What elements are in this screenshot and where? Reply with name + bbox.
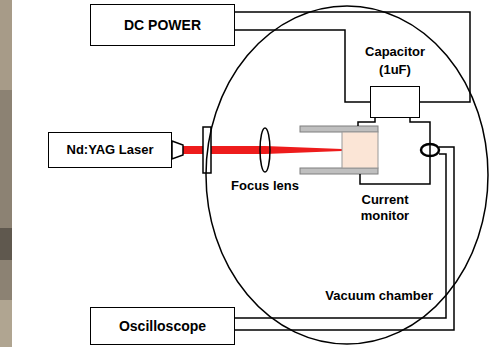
photo: [0, 0, 12, 347]
box-label: Nd:YAG Laser: [67, 142, 154, 158]
focus-lens: [260, 128, 270, 172]
laser-nozzle: [172, 141, 183, 159]
photo-strip: [0, 0, 12, 347]
wire: [235, 30, 370, 102]
wire: [360, 118, 430, 184]
holder-bar: [300, 126, 378, 132]
current-monitor-ring: [421, 144, 439, 156]
wire: [358, 118, 375, 126]
laser-beam: [265, 146, 342, 154]
photo: [0, 300, 12, 347]
chamber-outline: [206, 6, 488, 344]
part-label: Focus lens: [222, 178, 308, 194]
laser-box: Nd:YAG Laser: [48, 132, 172, 168]
box-label: Oscilloscope: [119, 318, 206, 335]
component-label: Capacitor (1uF): [358, 43, 432, 79]
signal-cable: [235, 147, 454, 330]
chamber-label: Vacuum chamber: [305, 288, 433, 304]
target: [342, 132, 378, 168]
laser-beam: [183, 146, 265, 154]
capacitor-node: Capacitor (1uF): [358, 43, 432, 120]
part-label: Current monitor: [352, 192, 418, 224]
photo: [0, 0, 12, 90]
wire: [235, 12, 470, 102]
box-label: DC POWER: [124, 17, 201, 34]
vacuum-chamber: Vacuum chamber Capacitor (1uF): [205, 5, 489, 345]
power-supply-box: DC POWER: [90, 4, 235, 46]
capacitor-box: [370, 86, 420, 118]
holder-bar: [300, 168, 378, 174]
photo: [0, 228, 12, 260]
oscilloscope-box: Oscilloscope: [90, 307, 235, 345]
